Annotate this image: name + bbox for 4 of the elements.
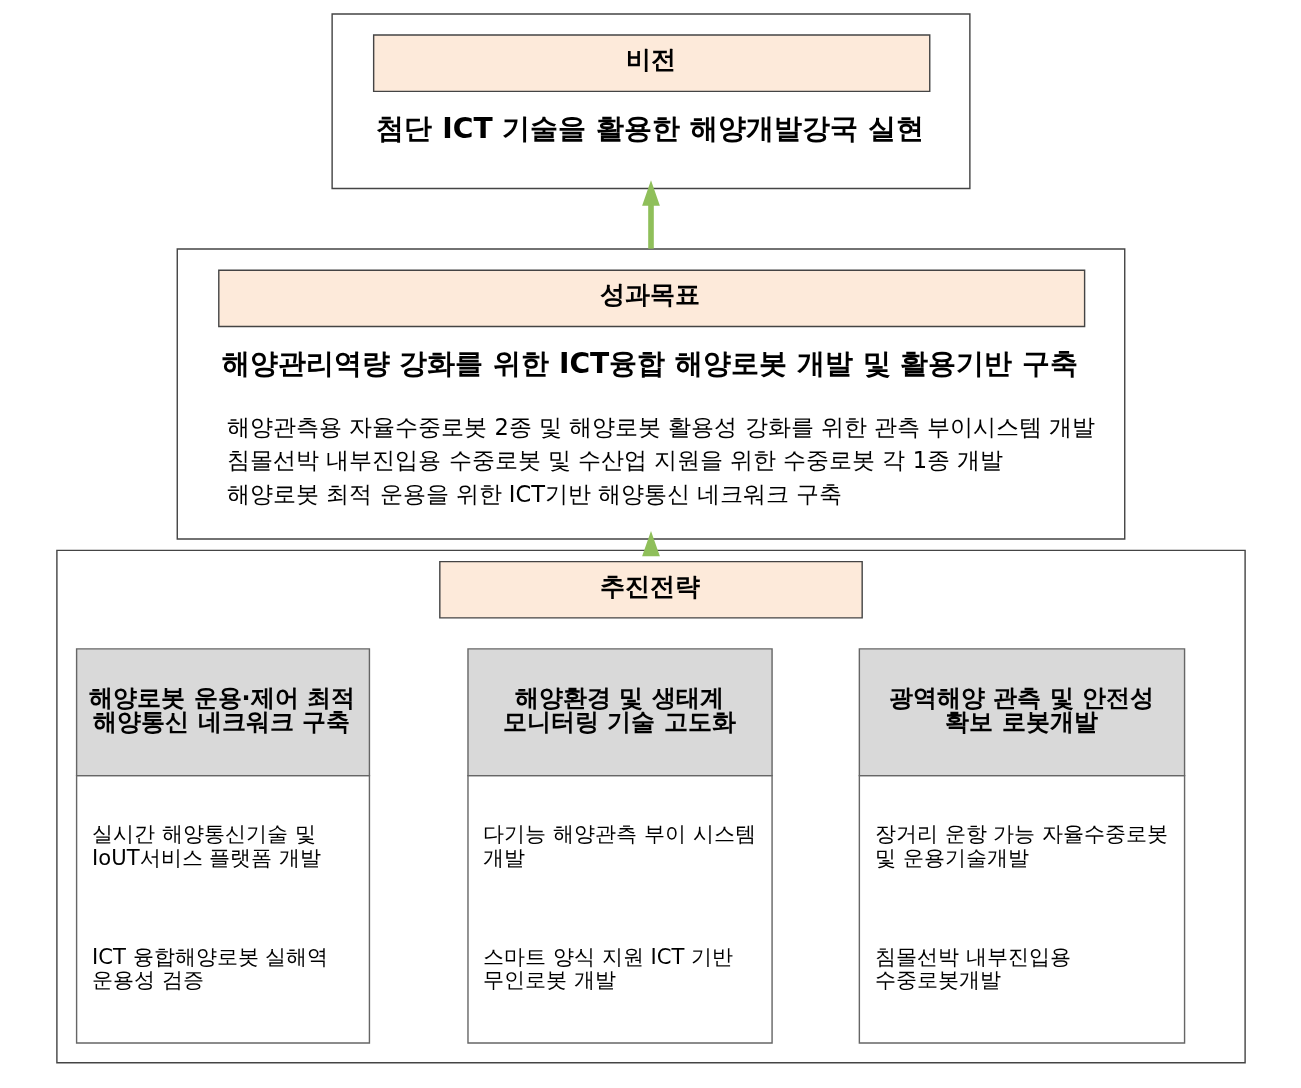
node-box: 비전 첨단 ICT 기술을 활용한 해양개발강국 실현 bbox=[330, 13, 971, 190]
arrow bbox=[641, 180, 660, 249]
node-box: 성과목표 해양관리역량 강화를 위한 ICT융합 해양로봇 개발 및 활용기반 구축 해양관측용 자율수중로봇 2종 및 해양로봇 활용성 강화를 위한 관측 부이시스템 개발 침몰선박 내부진입용 수중로봇 및 수산업 지원을 위한 수중로봇 각 1종 개발 해양로봇 최적 운용을 위한 ICT기반 해양통신 네크워크 구축 bbox=[176, 248, 1125, 540]
arrow bbox=[641, 530, 660, 557]
